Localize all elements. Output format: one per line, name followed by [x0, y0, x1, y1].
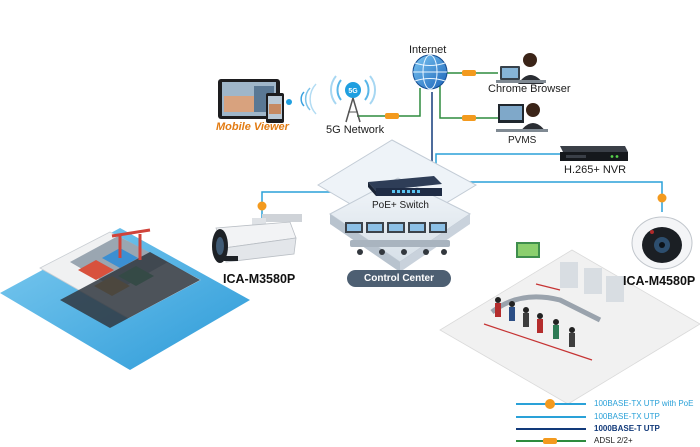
pvms-label: PVMS: [508, 135, 537, 146]
control-room-scene: [345, 222, 450, 255]
globe-icon: [412, 54, 448, 90]
control-center-label: Control Center: [347, 270, 451, 287]
link-5g-internet: [357, 88, 421, 117]
adsl-badge: [385, 113, 399, 119]
user-at-laptop-icon: [496, 53, 546, 84]
user-at-monitor-icon: [496, 103, 548, 132]
legend-label: 1000BASE-T UTP: [594, 424, 660, 433]
legend-line: [516, 428, 586, 430]
wireless-signal-icon: [286, 83, 317, 115]
nvr-device-icon: [560, 146, 628, 161]
internet-label: Internet: [409, 44, 447, 56]
network-switch-icon: [368, 176, 442, 196]
legend-item-adsl: ADSL 2/2+: [516, 435, 700, 447]
chrome-browser-label: Chrome Browser: [488, 83, 571, 95]
5g-network-label: 5G Network: [326, 124, 385, 136]
mobile-viewer-label: Mobile Viewer: [216, 121, 289, 133]
smartphone-icon: [266, 93, 284, 123]
poe-badge-icon: [545, 399, 555, 409]
legend-line: [516, 416, 586, 418]
poe-switch-label: PoE+ Switch: [372, 200, 429, 211]
camera-left-model-label: ICA-M3580P: [223, 272, 296, 286]
dome-camera-icon: [631, 216, 693, 270]
cell-tower-icon: 5G: [329, 75, 377, 123]
adsl-badge-icon: [543, 438, 557, 444]
poe-badge: [657, 193, 667, 203]
legend-label: ADSL 2/2+: [594, 436, 633, 445]
bullet-camera-icon: [212, 214, 302, 263]
airport-checkin-scene: [439, 242, 700, 405]
svg-text:5G: 5G: [348, 88, 358, 95]
container-port-scene: [0, 228, 250, 370]
legend-item-utp: 100BASE-TX UTP: [516, 411, 700, 423]
legend-label: 100BASE-TX UTP with PoE: [594, 399, 694, 408]
legend-label: 100BASE-TX UTP: [594, 412, 660, 421]
nvr-label: H.265+ NVR: [564, 164, 627, 176]
camera-right-model-label: ICA-M4580P: [623, 274, 696, 288]
adsl-badge: [462, 115, 476, 121]
poe-badge: [257, 201, 267, 211]
legend-item-gigabit: 1000BASE-T UTP: [516, 423, 700, 435]
link-internet-pvms: [439, 86, 498, 119]
legend-item-poe: 100BASE-TX UTP with PoE: [516, 398, 700, 410]
adsl-badge: [462, 70, 476, 76]
